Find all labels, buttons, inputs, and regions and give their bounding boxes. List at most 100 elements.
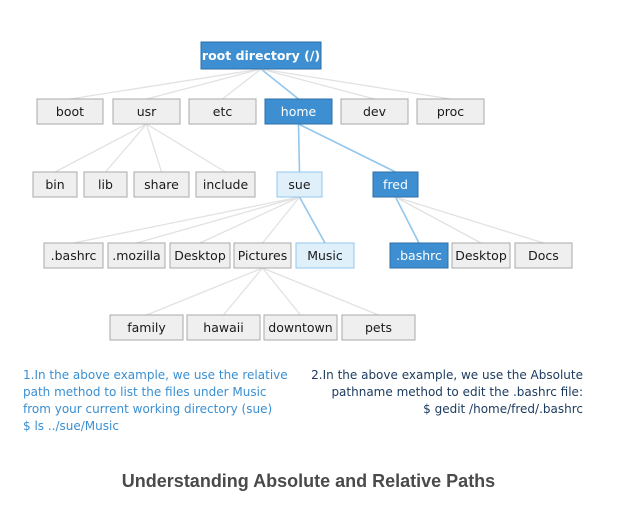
folder-label: usr [137, 104, 157, 119]
tree-edge-home-to-sue [297, 123, 301, 173]
folder-box [186, 314, 261, 341]
folder-box [514, 242, 573, 269]
tree-edge-root-to-dev [260, 68, 375, 100]
tree-edge-pictures-to-hawaii [222, 267, 264, 316]
folder-box [36, 98, 104, 125]
folder-box [276, 171, 323, 198]
folder-label: lib [98, 177, 113, 192]
folder-label: Music [307, 248, 343, 263]
folder-box [133, 171, 190, 198]
folder-label: hawaii [203, 320, 243, 335]
folder-box [188, 98, 257, 125]
tree-edge-sue-to-music [298, 196, 326, 244]
tree-edge-root-to-home [260, 68, 299, 100]
folder-node-downtown: downtown [263, 314, 338, 341]
folder-node-pictures: Pictures [233, 242, 292, 269]
folder-label: Pictures [238, 248, 288, 263]
folder-box [83, 171, 128, 198]
folder-node-home: home [264, 98, 333, 125]
folder-node-include: include [195, 171, 256, 198]
folder-box [341, 314, 416, 341]
tree-edge-usr-to-include [146, 123, 226, 173]
folder-box [372, 171, 419, 198]
tree-edge-sue-to-mozilla [136, 196, 300, 244]
folder-label: Desktop [174, 248, 226, 263]
folder-box [340, 98, 409, 125]
folder-label: downtown [268, 320, 332, 335]
folder-box [200, 41, 322, 70]
folder-label: include [203, 177, 249, 192]
absolute-path-note: 2.In the above example, we use the Absol… [300, 367, 583, 418]
folder-box [43, 242, 104, 269]
folder-box [263, 314, 338, 341]
absolute-note-command: $ gedit /home/fred/.bashrc [423, 402, 583, 416]
folder-box [389, 242, 449, 269]
folder-node-etc: etc [188, 98, 257, 125]
folder-node-sue-bashrc: .bashrc [43, 242, 104, 269]
tree-edge-fred-to-fred_desktop [395, 196, 482, 244]
tree-edge-sue-to-pictures [261, 196, 301, 244]
folder-node-mozilla: .mozilla [107, 242, 166, 269]
relative-note-line: path method to list the files under Musi… [23, 385, 267, 399]
folder-node-proc: proc [416, 98, 485, 125]
folder-label: boot [56, 104, 84, 119]
tree-nodes: root directory (/) boot usr etc home dev proc b… [32, 41, 573, 341]
folder-box [109, 314, 184, 341]
folder-node-hawaii: hawaii [186, 314, 261, 341]
absolute-note-line: pathname method to edit the .bashrc file… [331, 385, 583, 399]
folder-label: fred [383, 177, 408, 192]
folder-label: .bashrc [396, 248, 442, 263]
folder-box [195, 171, 256, 198]
tree-edge-fred-to-docs [395, 196, 544, 244]
tree-edge-fred-to-fred_bashrc [394, 196, 420, 244]
folder-node-share: share [133, 171, 190, 198]
tree-edge-pictures-to-pets [262, 267, 379, 316]
folder-node-usr: usr [112, 98, 181, 125]
folder-box [107, 242, 166, 269]
folder-label: .mozilla [112, 248, 160, 263]
folder-node-boot: boot [36, 98, 104, 125]
relative-note-line: from your current working directory (sue… [23, 402, 273, 416]
tree-edge-root-to-usr [146, 68, 262, 100]
folder-node-dev: dev [340, 98, 409, 125]
tree-edge-root-to-proc [260, 68, 451, 100]
folder-label: .bashrc [51, 248, 97, 263]
folder-label: proc [437, 104, 464, 119]
folder-label: home [281, 104, 317, 119]
absolute-note-line: 2.In the above example, we use the Absol… [311, 368, 583, 382]
folder-label: dev [363, 104, 387, 119]
diagram-title: Understanding Absolute and Relative Path… [121, 471, 496, 491]
relative-path-note: 1.In the above example, we use the relat… [23, 367, 303, 435]
tree-edge-root-to-etc [222, 68, 262, 100]
folder-label: share [144, 177, 179, 192]
tree-edge-usr-to-lib [105, 123, 147, 173]
folder-box [32, 171, 78, 198]
folder-node-pets: pets [341, 314, 416, 341]
tree-edge-pictures-to-downtown [261, 267, 302, 316]
folder-node-bin: bin [32, 171, 78, 198]
folder-label: Docs [528, 248, 559, 263]
folder-label: etc [213, 104, 233, 119]
tree-edge-usr-to-bin [54, 123, 147, 173]
folder-node-sue-desktop: Desktop [169, 242, 231, 269]
folder-box [416, 98, 485, 125]
folder-box [169, 242, 231, 269]
folder-box [233, 242, 292, 269]
folder-label: bin [45, 177, 64, 192]
relative-note-command: $ ls ../sue/Music [23, 419, 119, 433]
folder-box [264, 98, 333, 125]
tree-edge-root-to-boot [69, 68, 262, 100]
tree-edge-home-to-fred [298, 123, 396, 173]
folder-label: root directory (/) [202, 48, 320, 63]
folder-label: pets [365, 320, 392, 335]
folder-node-fred-bashrc: .bashrc [389, 242, 449, 269]
folder-box [295, 242, 355, 269]
folder-node-docs: Docs [514, 242, 573, 269]
folder-node-fred: fred [372, 171, 419, 198]
folder-node-family: family [109, 314, 184, 341]
relative-note-line: 1.In the above example, we use the relat… [23, 368, 288, 382]
folder-node-root: root directory (/) [200, 41, 322, 70]
folder-node-sue: sue [276, 171, 323, 198]
folder-box [451, 242, 511, 269]
